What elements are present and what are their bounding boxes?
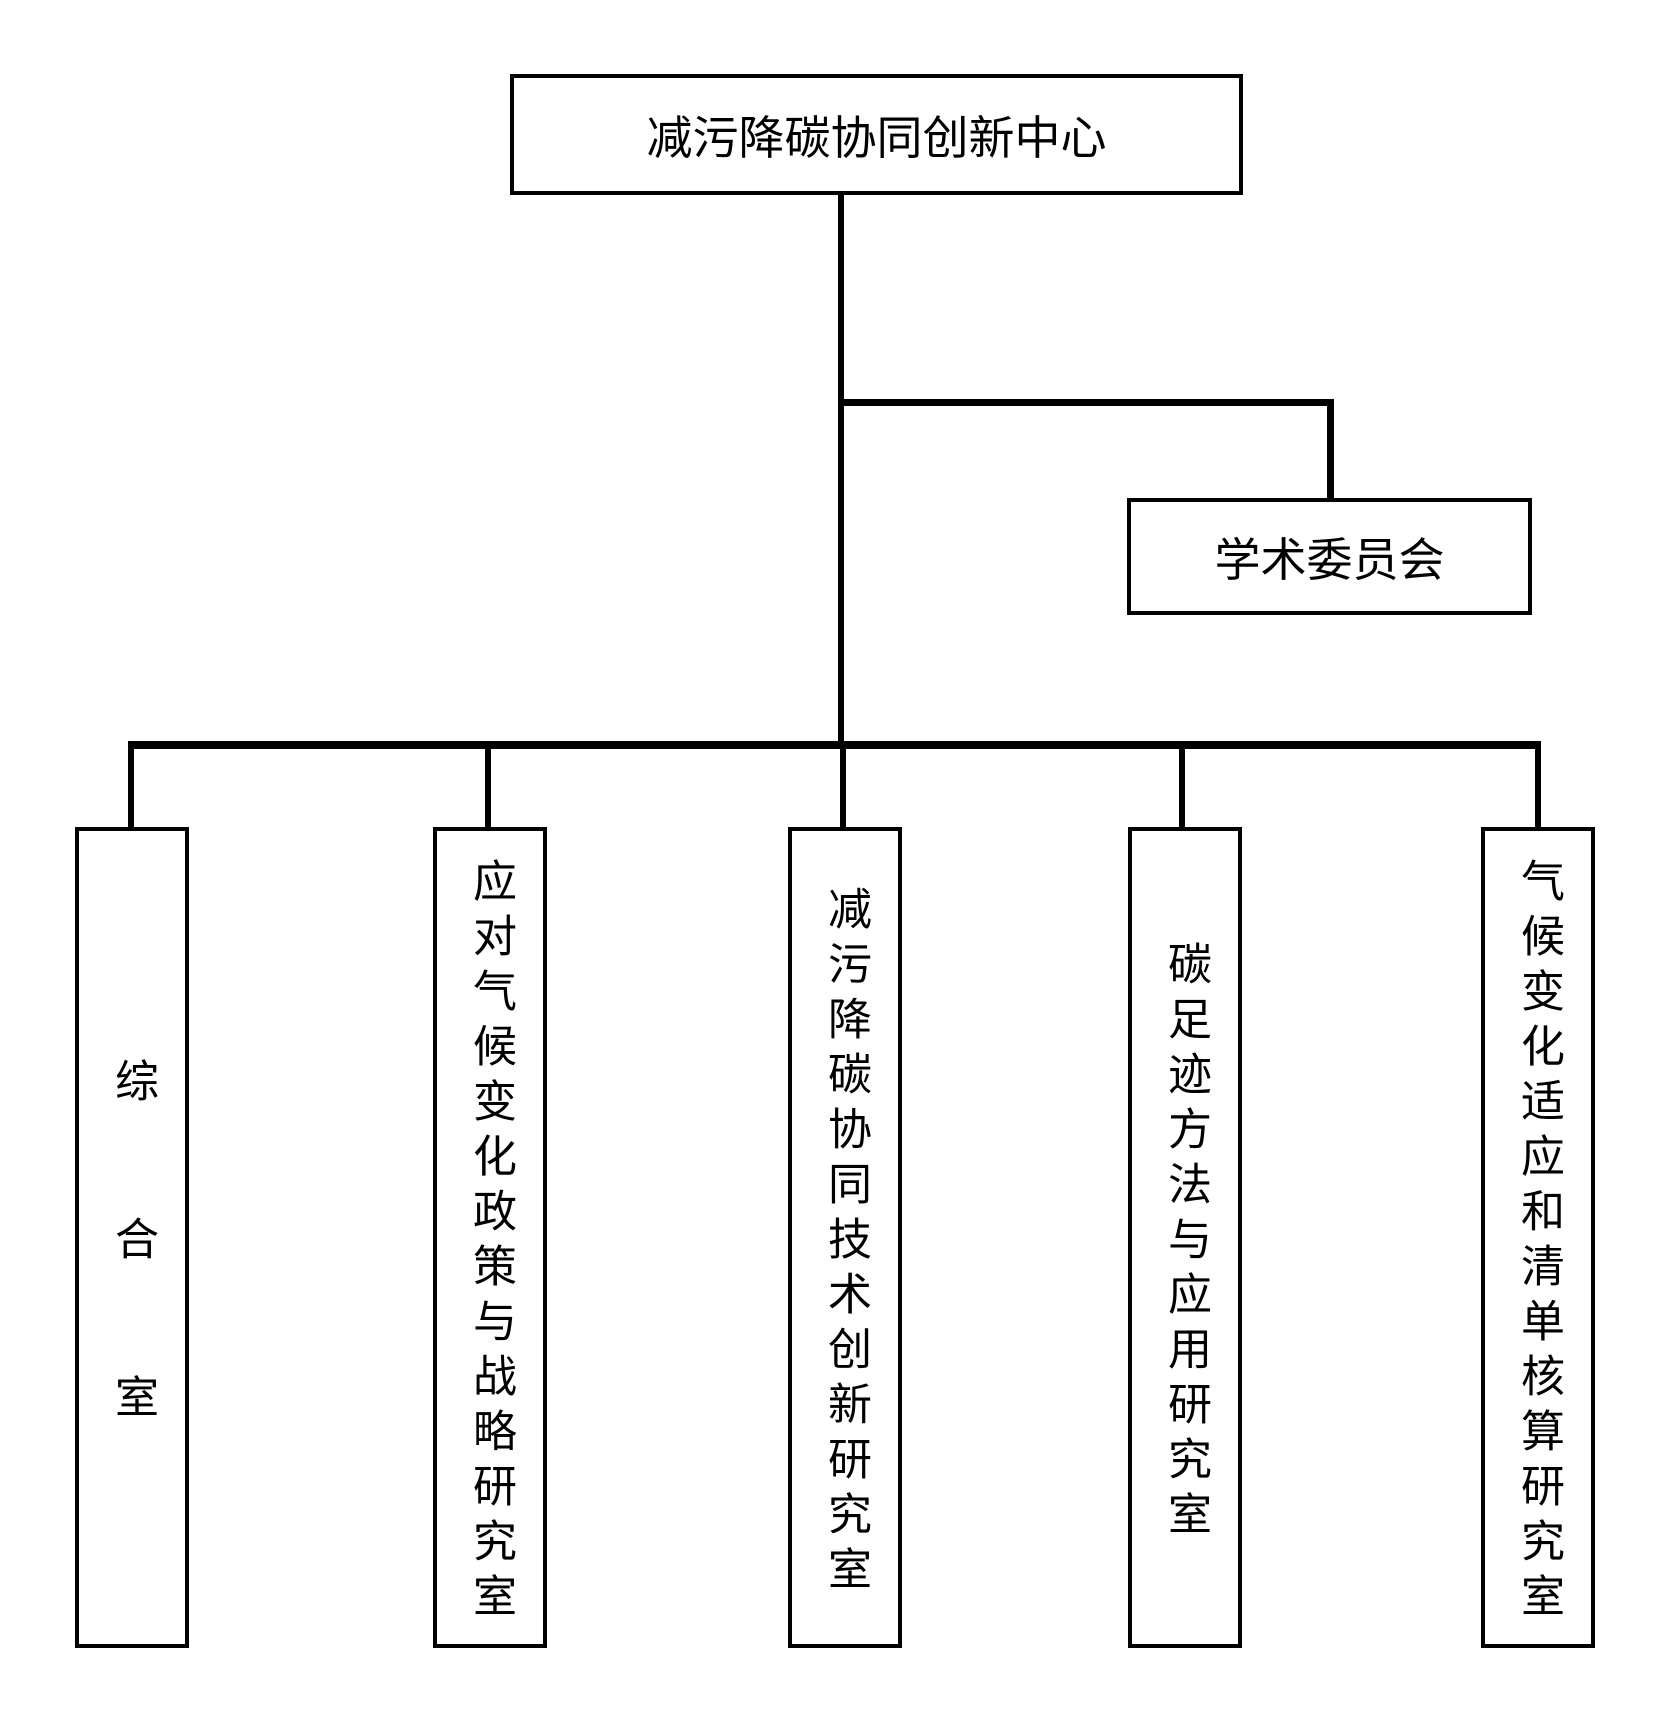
connector-drop-adaptation-inventory	[1535, 741, 1541, 829]
org-node-general-office: 综合室	[75, 827, 189, 1648]
org-node-root: 减污降碳协同创新中心	[510, 74, 1243, 195]
org-node-climate-adaptation-inventory-lab-label: 气候变化适应和清单核算研究室	[1514, 858, 1563, 1628]
connector-drop-tech-innovation	[840, 741, 846, 829]
connector-drop-general-office	[128, 741, 134, 829]
org-node-academic-committee: 学术委员会	[1127, 498, 1532, 615]
org-node-climate-policy-strategy-lab: 应对气候变化政策与战略研究室	[433, 827, 547, 1648]
connector-drop-climate-policy	[485, 741, 491, 829]
org-node-climate-policy-strategy-lab-label: 应对气候变化政策与战略研究室	[466, 858, 515, 1628]
connector-committee-vertical-line	[1327, 399, 1334, 498]
org-node-academic-committee-label: 学术委员会	[1214, 533, 1445, 586]
org-node-climate-adaptation-inventory-lab: 气候变化适应和清单核算研究室	[1481, 827, 1595, 1648]
org-node-carbon-footprint-methods-lab-label: 碳足迹方法与应用研究室	[1161, 940, 1210, 1546]
org-node-carbon-footprint-methods-lab: 碳足迹方法与应用研究室	[1128, 827, 1242, 1648]
org-node-general-office-label: 综合室	[108, 1057, 157, 1532]
connector-drop-carbon-footprint	[1179, 741, 1185, 829]
org-node-root-label: 减污降碳协同创新中心	[646, 111, 1107, 164]
connector-committee-horizontal-line	[838, 399, 1334, 406]
org-node-pollution-carbon-tech-innovation-lab: 减污降碳协同技术创新研究室	[788, 827, 902, 1648]
org-node-pollution-carbon-tech-innovation-lab-label: 减污降碳协同技术创新研究室	[821, 885, 870, 1601]
connector-root-vertical-line	[838, 195, 844, 745]
connector-departments-horizontal-line	[128, 741, 1541, 749]
